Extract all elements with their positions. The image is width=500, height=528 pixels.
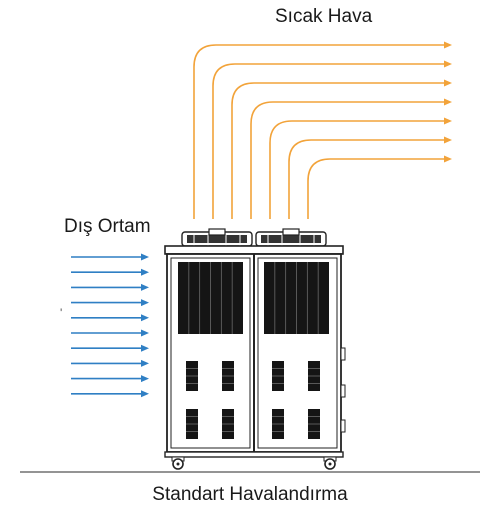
hot-air-arrow	[307, 158, 444, 219]
arrow-head-icon	[141, 299, 149, 307]
arrow-head-icon	[141, 283, 149, 291]
hot-air-arrow	[193, 44, 444, 219]
arrow-head-icon	[141, 344, 149, 352]
hot-air-arrow	[269, 120, 444, 219]
diagram-caption: Standart Havalandırma	[152, 484, 348, 505]
outside-air-label: Dış Ortam	[64, 216, 151, 237]
fan-icon	[255, 228, 327, 247]
fan-icon	[181, 228, 253, 247]
arrow-head-icon	[444, 117, 452, 125]
arrow-head-icon	[141, 390, 149, 398]
caster-wheel-icon	[323, 456, 337, 470]
arrow-head-icon	[444, 155, 452, 163]
arrow-head-icon	[444, 60, 452, 68]
arrow-head-icon	[141, 359, 149, 367]
caster-wheel-icon	[171, 456, 185, 470]
arrow-head-icon	[141, 375, 149, 383]
stray-mark: '	[60, 306, 63, 320]
arrow-head-icon	[444, 41, 452, 49]
service-vents	[186, 361, 320, 439]
arrow-head-icon	[141, 314, 149, 322]
arrow-head-icon	[444, 136, 452, 144]
arrow-head-icon	[444, 98, 452, 106]
arrow-head-icon	[444, 79, 452, 87]
arrow-head-icon	[141, 329, 149, 337]
hot-air-arrows	[193, 41, 452, 219]
outside-air-arrows	[71, 253, 149, 398]
hot-air-arrow	[231, 82, 444, 219]
hot-air-arrow	[212, 63, 444, 219]
arrow-head-icon	[141, 268, 149, 276]
condenser-grille	[178, 262, 329, 334]
hot-air-arrow	[288, 139, 444, 219]
hot-air-label: Sıcak Hava	[275, 6, 373, 27]
hot-air-arrow	[250, 101, 444, 219]
arrow-head-icon	[141, 253, 149, 261]
